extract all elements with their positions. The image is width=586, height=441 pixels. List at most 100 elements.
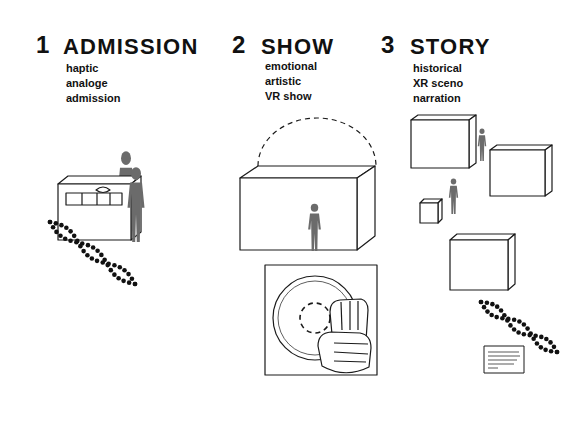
desk-leaf — [96, 187, 110, 193]
desk-slot — [66, 193, 122, 205]
box-top — [240, 166, 375, 178]
path-dot — [499, 308, 504, 313]
path-dot — [485, 300, 490, 305]
box-side — [469, 115, 476, 168]
path-dot — [512, 317, 517, 322]
path-dot — [121, 279, 126, 284]
path-dot — [59, 223, 64, 228]
path-dot — [522, 322, 527, 327]
path-dot — [133, 282, 138, 287]
path-dot — [78, 244, 83, 249]
path-dot — [555, 350, 560, 355]
story-figures — [449, 129, 486, 214]
path-dot — [544, 337, 549, 342]
path-dot — [549, 349, 554, 354]
path-dot — [112, 272, 117, 277]
path-dot — [63, 236, 68, 241]
path-dot — [482, 305, 487, 310]
step-heading: SHOW — [261, 36, 334, 58]
path-dot — [85, 253, 90, 258]
visitor-figure — [308, 204, 321, 251]
visitor-figure — [478, 129, 487, 161]
path-dot — [90, 256, 95, 261]
path-dot — [512, 327, 517, 332]
path-dot — [106, 261, 111, 266]
path-dot — [72, 234, 77, 239]
box-top — [450, 234, 515, 240]
path-dot — [51, 225, 56, 230]
path-dot — [505, 318, 510, 323]
path-dot — [95, 259, 100, 264]
glove-finger — [341, 302, 342, 330]
step-number: 2 — [232, 33, 245, 57]
story-box — [450, 234, 515, 290]
box-top — [490, 145, 552, 150]
step-number: 3 — [381, 33, 394, 57]
vr-glove — [318, 332, 371, 373]
path-dot — [508, 323, 513, 328]
step-description: historical XR sceno narration — [413, 61, 464, 106]
glove-finger — [334, 343, 368, 344]
box-front — [411, 120, 469, 168]
admission-figures-front — [128, 167, 145, 242]
path-dot — [479, 300, 484, 305]
path-dot — [517, 319, 522, 324]
admission-desk — [58, 176, 141, 240]
box-front — [420, 203, 438, 223]
visitor-figure — [449, 179, 458, 214]
box-front — [240, 178, 357, 250]
path-dot — [495, 304, 500, 309]
box-top — [411, 115, 476, 120]
story-box — [411, 115, 476, 168]
box-side — [508, 234, 515, 290]
path-dot — [485, 309, 490, 314]
step-heading: ADMISSION — [63, 36, 198, 58]
path-dot — [548, 340, 553, 345]
glove-finger — [349, 301, 350, 330]
path-dot — [479, 300, 484, 305]
icon-frame — [265, 265, 377, 375]
glove-finger — [334, 352, 368, 354]
box-side — [357, 166, 375, 250]
path-dot — [535, 341, 540, 346]
note-card — [484, 346, 524, 373]
step-description: emotional artistic VR show — [265, 59, 317, 104]
path-dot — [489, 313, 494, 318]
step-number: 1 — [36, 33, 49, 57]
path-dot — [116, 276, 121, 281]
note-line — [488, 351, 519, 352]
path-dot — [48, 220, 53, 225]
path-dot — [81, 249, 86, 254]
path-dot — [68, 238, 73, 243]
path-dot — [516, 330, 521, 335]
glove-finger — [357, 301, 358, 330]
step-description: haptic analoge admission — [66, 61, 121, 106]
story-box — [490, 145, 552, 196]
path-dot — [91, 245, 96, 250]
slot-divider — [109, 193, 110, 205]
path-dot — [552, 345, 557, 350]
path-dot — [127, 280, 132, 285]
path-dot — [118, 265, 123, 270]
path-dot — [533, 333, 538, 338]
path-dot — [539, 335, 544, 340]
desk-front — [58, 184, 131, 240]
path-dot — [64, 225, 69, 230]
path-dot — [109, 268, 114, 273]
vr-icon — [265, 265, 377, 375]
path-dot — [95, 248, 100, 253]
path-dot — [130, 277, 135, 282]
path-dot — [68, 229, 73, 234]
note-line — [488, 355, 520, 356]
path-dot — [522, 332, 527, 337]
path-dot — [58, 234, 63, 239]
path-dot — [122, 268, 127, 273]
dome-arc — [258, 118, 376, 166]
visitor-figure — [128, 167, 145, 242]
path-dot — [494, 315, 499, 320]
path-dot — [112, 263, 117, 268]
glove-finger — [334, 361, 366, 362]
note-line — [488, 359, 517, 360]
